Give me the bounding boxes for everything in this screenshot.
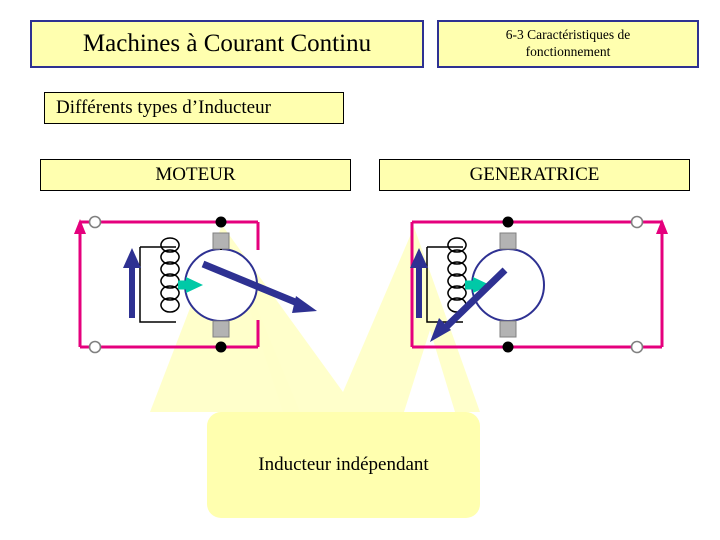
generatrice-load-arrow	[656, 219, 668, 345]
slide-subtitle: 6-3 Caractéristiques de fonctionnement	[437, 20, 699, 68]
generatrice-field-coil	[447, 237, 467, 313]
generatrice-label: GENERATRICE	[379, 159, 690, 191]
moteur-diagonal-arrow	[201, 260, 317, 313]
moteur-circuit	[74, 215, 317, 354]
moteur-label: MOTEUR	[40, 159, 351, 191]
moteur-supply-arrow	[74, 219, 86, 345]
moteur-excitation-arrow	[123, 248, 141, 318]
moteur-flux-arrow	[178, 277, 203, 293]
caption-box: Inducteur indépendant	[207, 412, 480, 518]
slide-subtitle-line1: 6-3 Caractéristiques de	[505, 27, 631, 43]
generatrice-diagonal-arrow	[430, 267, 508, 342]
slide-title-text: Machines à Courant Continu	[82, 30, 372, 57]
moteur-field-coil	[160, 237, 180, 313]
slide-subtitle-line2: fonctionnement	[525, 44, 611, 59]
section-heading-text: Différents types d’Inducteur	[56, 97, 271, 118]
generatrice-excitation-arrow	[410, 248, 428, 318]
moteur-label-text: MOTEUR	[155, 164, 236, 185]
section-heading: Différents types d’Inducteur	[44, 92, 344, 124]
generatrice-flux-arrow	[465, 277, 490, 293]
slide-title: Machines à Courant Continu	[30, 20, 424, 68]
caption-text: Inducteur indépendant	[258, 454, 429, 475]
generatrice-circuit	[410, 215, 668, 354]
generatrice-label-text: GENERATRICE	[469, 164, 600, 185]
